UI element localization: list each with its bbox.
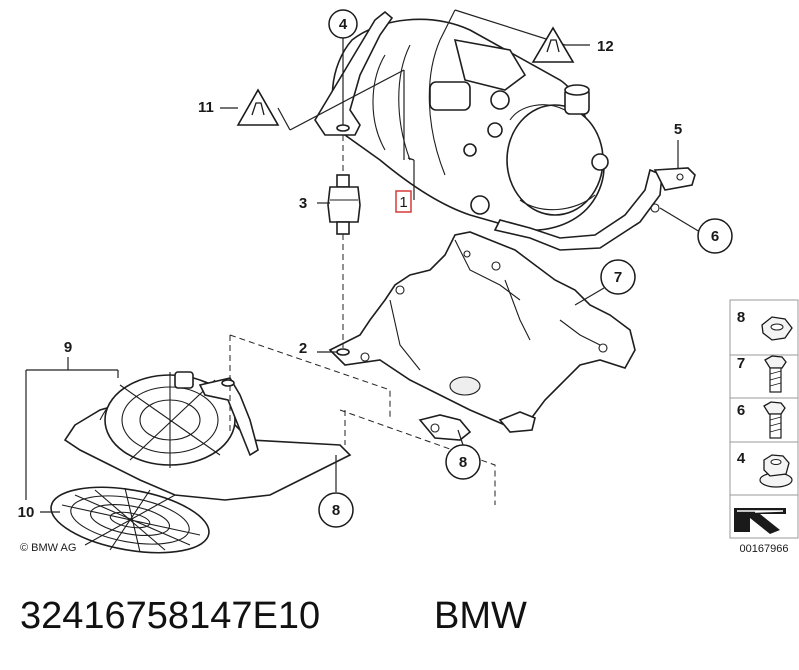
electro-hydraulic-pump [314,10,696,251]
svg-text:1: 1 [399,194,407,211]
svg-text:11: 11 [198,99,214,116]
diagram-code: 00167966 [740,543,789,555]
callout-9: 9 [64,339,72,356]
callout-3: 3 [299,195,307,212]
flange-nut-icon [759,454,793,488]
legend-item-label: 8 [737,309,745,326]
flange-bolt-icon [763,401,786,439]
callout-11: 11 [198,88,280,126]
svg-text:10: 10 [18,504,35,521]
leader-lines [25,9,701,513]
svg-text:8: 8 [332,502,340,519]
assembly-outline [229,334,496,505]
svg-text:8: 8 [459,454,467,471]
callout-4: 4 [328,9,358,39]
callout-7: 7 [600,259,636,295]
svg-text:12: 12 [597,38,614,55]
callout-8-bracket: 8 [445,444,481,480]
copyright-text: © BMW AG [20,542,76,554]
callout-6: 6 [697,218,733,254]
callout-12: 12 [531,26,614,63]
svg-text:5: 5 [674,121,682,138]
filter-grille [50,486,210,554]
rubber-mount [327,135,361,356]
svg-text:3: 3 [299,195,307,212]
brand-name: BMW [434,595,527,637]
svg-text:7: 7 [614,269,622,286]
callout-2: 2 [299,340,307,357]
callout-8-cover: 8 [318,492,354,528]
legend-item-label: 6 [737,402,745,419]
callout-1: 1 [395,190,412,213]
svg-text:4: 4 [339,16,348,33]
svg-text:6: 6 [711,228,719,245]
direction-arrow-icon [734,508,786,534]
callout-5: 5 [674,121,682,138]
fastener-legend: 8 7 6 4 00167966 [729,299,799,555]
hex-bolt-icon [764,355,787,393]
svg-text:2: 2 [299,340,307,357]
hex-nut-icon [761,316,793,341]
part-number: 32416758147E10 [20,595,320,637]
mounting-bracket [328,231,636,441]
legend-item-label: 4 [737,450,746,467]
legend-item-label: 7 [737,355,745,372]
callout-10: 10 [18,504,35,521]
svg-text:9: 9 [64,339,72,356]
fan-cover [63,371,352,501]
